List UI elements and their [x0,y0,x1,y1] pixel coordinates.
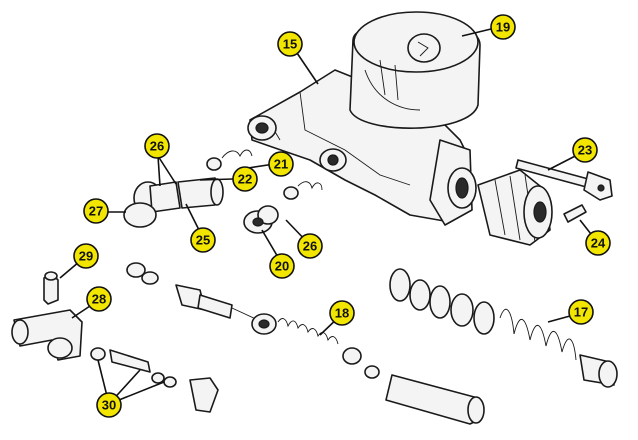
piston-assembly [126,262,485,425]
callout-17: 17 [568,299,594,325]
union-fittings [11,271,219,413]
callout-30-label: 30 [102,398,116,413]
callout-15-label: 15 [283,37,297,52]
callout-25: 25 [190,227,216,253]
callout-19: 19 [490,14,516,40]
callout-20-label: 20 [275,259,289,274]
callout-18: 18 [329,300,355,326]
callout-23-label: 23 [578,143,592,158]
seal-spring-set [389,268,618,388]
pushrod [515,159,613,201]
callout-21-label: 21 [274,157,288,172]
callout-25-label: 25 [196,233,210,248]
callout-28: 28 [86,286,112,312]
dust-boot [477,169,553,246]
callout-26-upper: 26 [144,133,170,159]
callout-24: 24 [585,230,611,256]
callout-15: 15 [277,31,303,57]
valve-cluster [123,149,323,234]
callout-23: 23 [572,137,598,163]
callout-26-upper-label: 26 [150,139,164,154]
callout-28-label: 28 [92,292,106,307]
callout-22-label: 22 [238,172,252,187]
callout-26-lower-label: 26 [303,239,317,254]
callout-29-label: 29 [79,249,93,264]
callout-30: 30 [96,392,122,418]
callout-19-label: 19 [496,20,510,35]
callout-24-label: 24 [591,236,606,251]
callout-17-label: 17 [574,305,588,320]
reservoir [349,11,481,129]
callout-22: 22 [232,166,258,192]
callout-18-label: 18 [335,306,349,321]
callout-29: 29 [73,243,99,269]
callout-27-label: 27 [89,204,103,219]
callout-26-lower: 26 [297,233,323,259]
callout-20: 20 [269,253,295,279]
callout-27: 27 [83,198,109,224]
callout-21: 21 [268,151,294,177]
clevis-pin [563,204,587,223]
